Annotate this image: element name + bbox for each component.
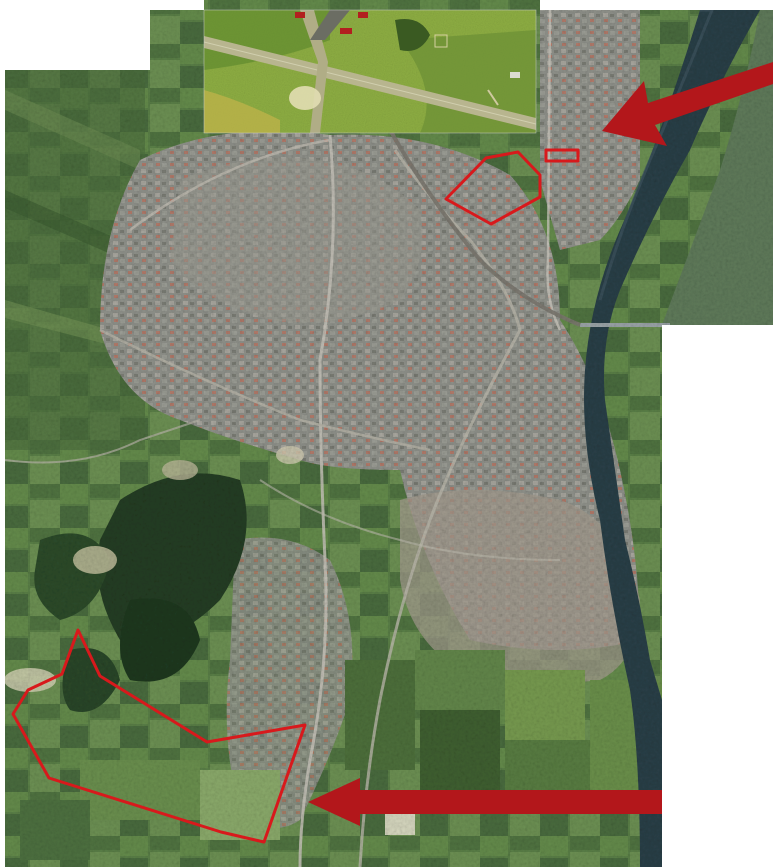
site-outline-south [11,628,307,844]
urban-area-south [400,490,640,684]
arrow-north-east [602,62,773,146]
main-road [298,134,335,867]
bridge [580,323,670,327]
highlight-overlays [11,148,580,844]
river [584,10,760,867]
inset-photo [204,10,536,133]
pointer-arrows [308,62,773,826]
site-outline-north [444,150,542,226]
site-outline-north-east [544,148,580,163]
arrow-south [308,778,662,826]
railway [388,129,581,327]
